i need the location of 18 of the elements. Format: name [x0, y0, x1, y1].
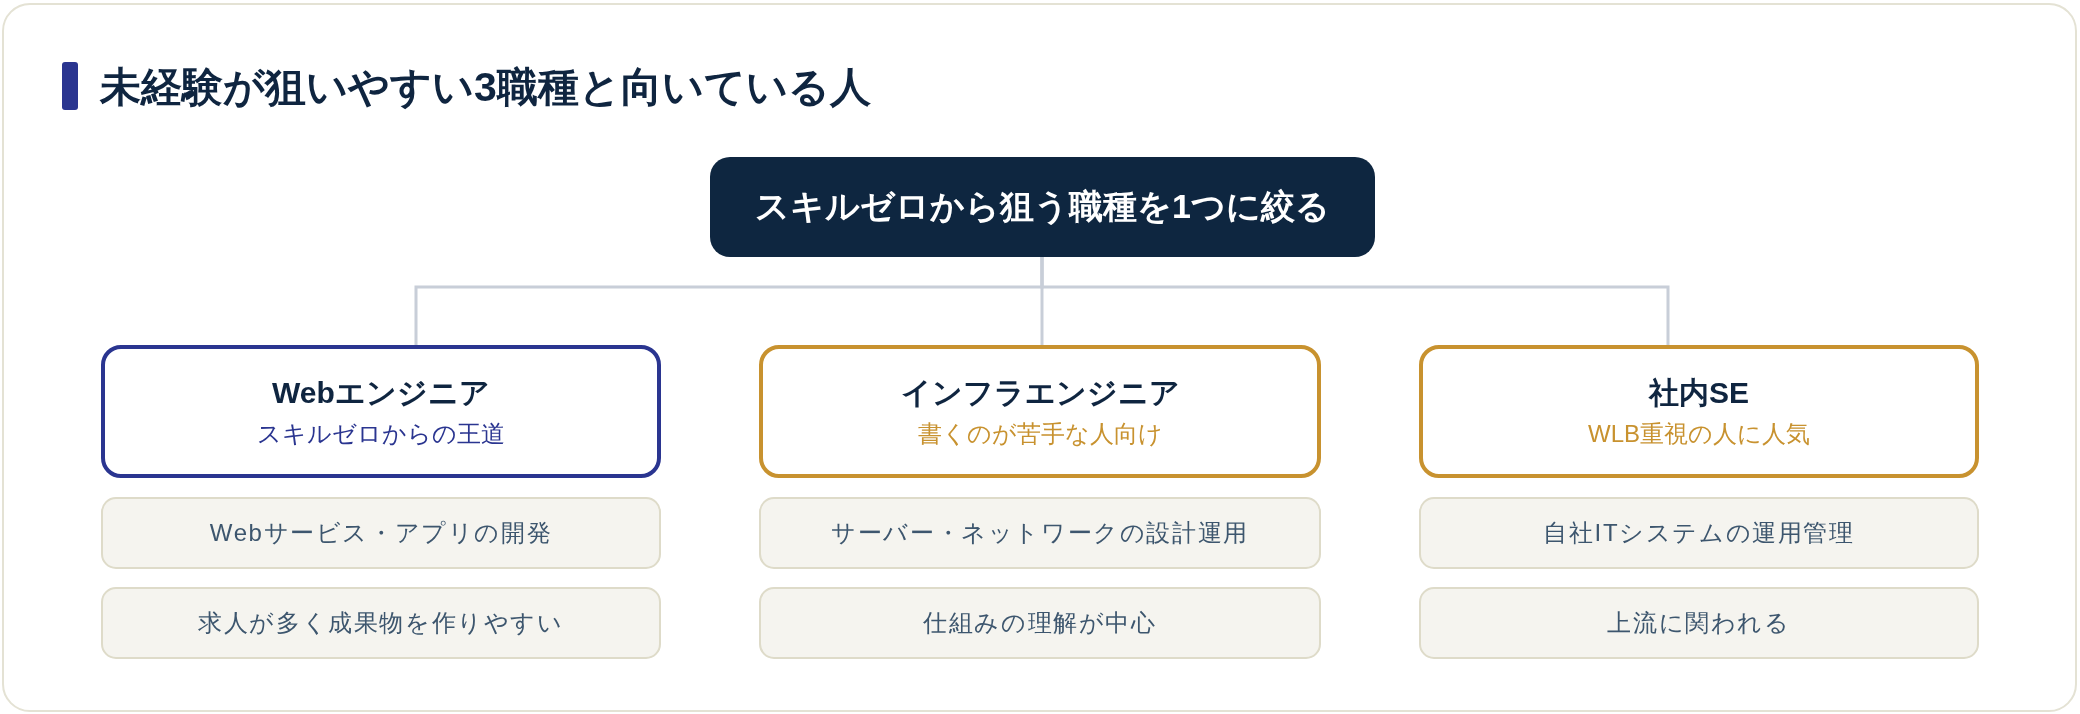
title-heading: 未経験が狙いやすい3職種と向いている人 [100, 63, 871, 112]
role-card [1419, 345, 1979, 478]
role-title: 社内SE [1649, 375, 1749, 412]
role-subtitle: スキルゼロからの王道 [257, 419, 505, 450]
role-subtitle: 書くのが苦手な人向け [917, 419, 1163, 450]
role-card [101, 345, 661, 478]
feature-box: 仕組みの理解が中心 [759, 587, 1321, 659]
role-subtitle: WLB重視の人に人気 [1588, 419, 1810, 450]
heading-box: スキルゼロから狙う職種を1つに絞る [710, 157, 1375, 257]
role-title: インフラエンジニア [900, 375, 1180, 412]
role-card [759, 345, 1321, 478]
feature-box: 求人が多く成果物を作りやすい [101, 587, 661, 659]
role-title: Webエンジニア [272, 375, 490, 412]
feature-box: Webサービス・アプリの開発 [101, 497, 661, 569]
connector-line [1040, 257, 1670, 345]
feature-box: 自社ITシステムの運用管理 [1419, 497, 1979, 569]
feature-box: サーバー・ネットワークの設計運用 [759, 497, 1321, 569]
feature-box: 上流に関われる [1419, 587, 1979, 659]
